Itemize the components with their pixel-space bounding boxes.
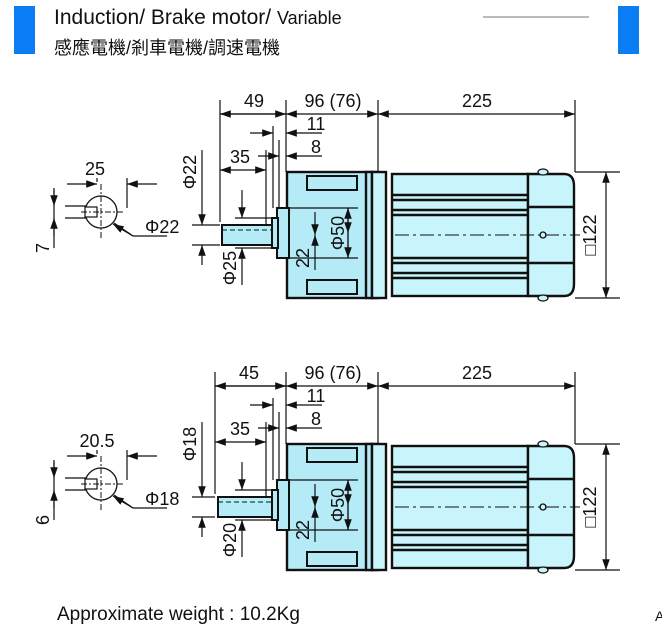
output-shaft (221, 224, 273, 246)
leader-arrow (112, 223, 134, 237)
housing-slot (306, 175, 358, 191)
title-chinese: 感應電機/剎車電機/調速電機 (54, 38, 281, 58)
dim-35-label: 35 (230, 147, 250, 167)
gear-length-label: 96 (76) (304, 363, 361, 383)
key-diameter-label: Φ18 (145, 489, 179, 509)
pilot-dia-label: Φ50 (328, 216, 348, 250)
gear-housing (285, 442, 380, 572)
approximate-weight: Approximate weight : 10.2Kg (57, 604, 300, 625)
housing-slot (306, 279, 358, 295)
key-height-label: 7 (33, 243, 53, 253)
dim-11-label: 11 (307, 386, 326, 406)
shaft-dia-label: Φ22 (180, 155, 200, 189)
header-divider (483, 16, 589, 18)
accent-bar-left (14, 6, 35, 54)
title-en-main: Induction/ Brake motor/ (54, 6, 272, 29)
flange-length-label: 49 (244, 91, 264, 111)
flange-ring (370, 170, 388, 300)
motor-length-label: 225 (462, 91, 492, 111)
output-shaft (217, 496, 273, 518)
dim-8-label: 8 (311, 137, 321, 157)
accent-bar-right (618, 6, 639, 54)
dim-8-label: 8 (311, 409, 321, 429)
shaft-dia-label: Φ18 (180, 427, 200, 461)
boss-dia-label: Φ20 (220, 523, 240, 557)
boss-dia-label: Φ25 (220, 251, 240, 285)
key-width-label: 25 (85, 159, 105, 179)
title-english: Induction/ Brake motor/ Variable (54, 6, 342, 30)
dim-35-label: 35 (230, 419, 250, 439)
key-height-label: 6 (33, 515, 53, 525)
pilot-dia-label: Φ50 (328, 488, 348, 522)
dim-11-label: 11 (307, 114, 326, 134)
leader-arrow (112, 495, 134, 509)
lifting-lug (537, 440, 549, 448)
gear-length-label: 96 (76) (304, 91, 361, 111)
key-width-label: 20.5 (79, 431, 114, 451)
lifting-lug (537, 294, 549, 302)
square-label: □122 (580, 487, 600, 528)
offset-label: 22 (293, 248, 313, 268)
title-en-variable: Variable (276, 8, 342, 28)
offset-label: 22 (293, 520, 313, 540)
corner-glyph: A (655, 608, 662, 624)
housing-slot (306, 447, 358, 463)
lifting-lug (537, 168, 549, 176)
lifting-lug (537, 566, 549, 574)
flange-ring (370, 442, 388, 572)
key-diameter-label: Φ22 (145, 217, 179, 237)
square-label: □122 (580, 215, 600, 256)
housing-slot (306, 551, 358, 567)
flange-length-label: 45 (239, 363, 259, 383)
motor-length-label: 225 (462, 363, 492, 383)
